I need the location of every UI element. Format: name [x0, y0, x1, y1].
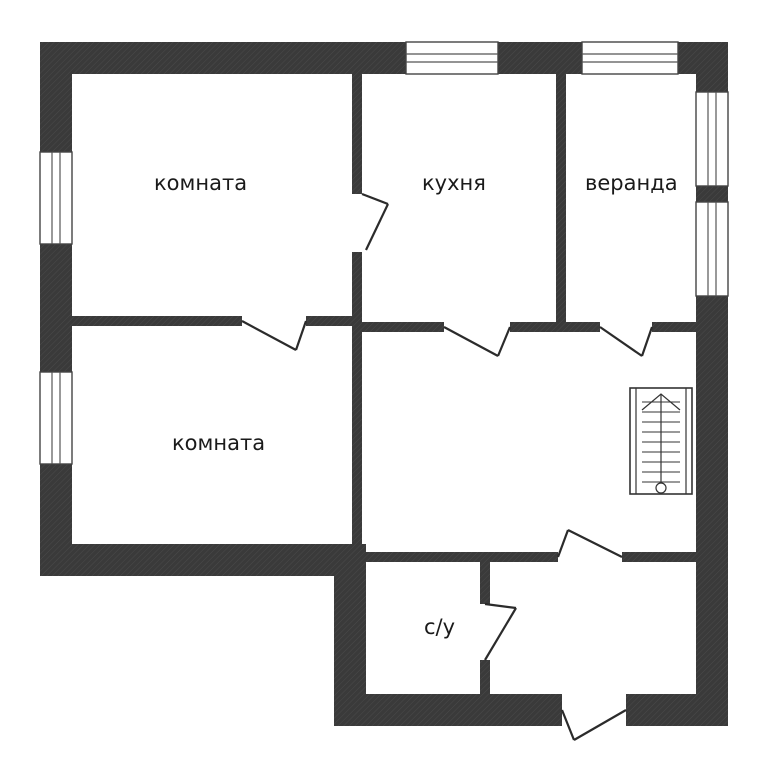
staircase-icon	[629, 387, 693, 495]
room-label-room-1: комната	[154, 171, 247, 195]
door-swing-icon	[241, 192, 654, 741]
window-icon	[39, 41, 729, 465]
interior-walls	[72, 74, 696, 694]
room-label-room-2: комната	[172, 431, 265, 455]
room-label-kitchen: кухня	[422, 171, 486, 195]
room-label-bathroom: с/у	[424, 615, 455, 639]
outer-walls	[40, 42, 728, 726]
room-label-veranda: веранда	[585, 171, 678, 195]
